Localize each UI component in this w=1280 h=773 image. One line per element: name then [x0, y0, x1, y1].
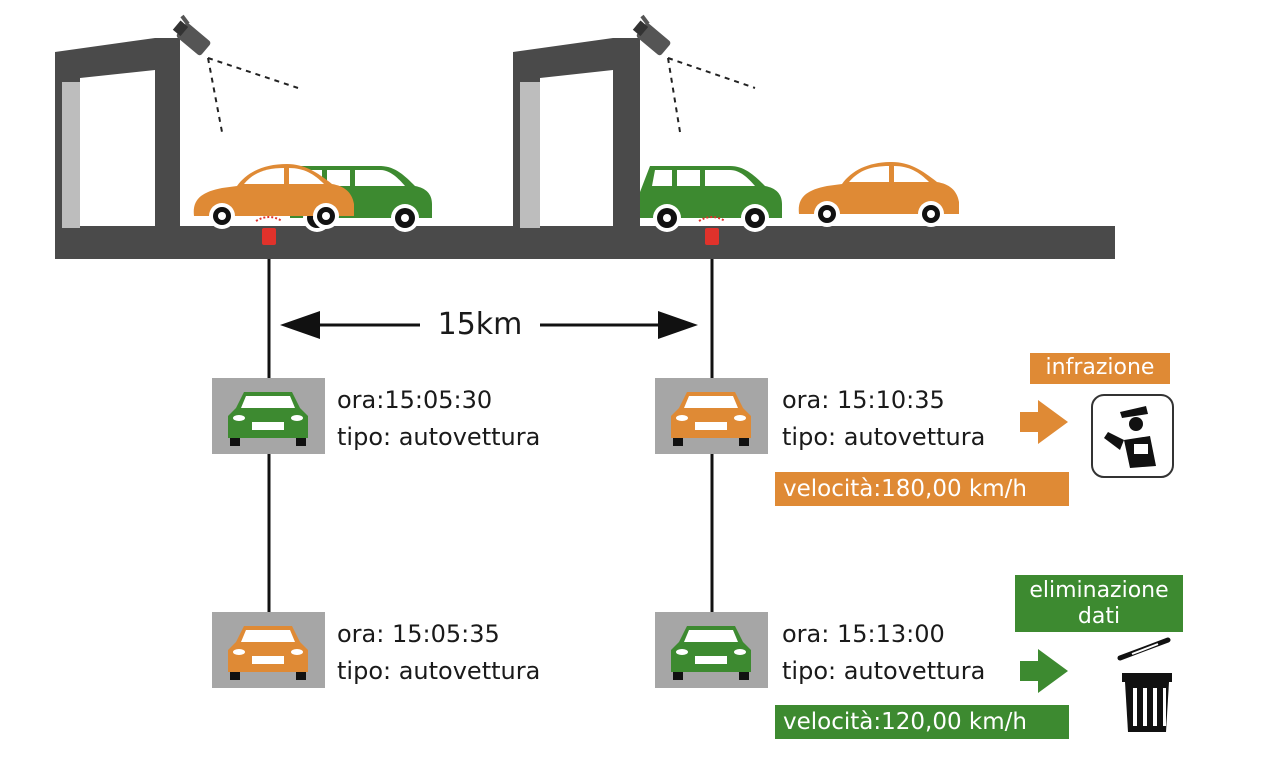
data-deletion-label: eliminazione dati [1015, 575, 1183, 632]
reading-3: ora: 15:05:35 tipo: autovettura [337, 616, 540, 690]
orange-car-front-icon [671, 392, 751, 446]
infraction-label: infrazione [1030, 353, 1170, 384]
reading-1: ora:15:05:30 tipo: autovettura [337, 382, 540, 456]
green-car-front-icon [228, 392, 308, 446]
reading-type: tipo: autovettura [782, 423, 986, 451]
reading-type: tipo: autovettura [782, 657, 986, 685]
arrow-right-icon [1020, 400, 1068, 444]
green-car-front-icon [671, 626, 751, 680]
green-suv-icon [640, 166, 782, 232]
speed-badge-violation: velocità:180,00 km/h [775, 472, 1069, 506]
reading-time: ora: 15:13:00 [782, 620, 945, 648]
road [55, 226, 1115, 259]
gantry-2 [513, 38, 640, 228]
trash-bin-icon [1117, 637, 1172, 732]
data-deletion-line2: dati [1077, 604, 1121, 629]
reading-2: ora: 15:10:35 tipo: autovettura [782, 382, 985, 456]
reading-type: tipo: autovettura [337, 657, 541, 685]
speed-badge-ok: velocità:120,00 km/h [775, 705, 1069, 739]
distance-label: 15km [420, 305, 540, 345]
gantry-1 [55, 38, 180, 228]
reading-4: ora: 15:13:00 tipo: autovettura [782, 616, 985, 690]
camera-view-lines [207, 57, 756, 133]
reading-time: ora: 15:05:35 [337, 620, 500, 648]
road-sensor [698, 216, 726, 245]
road-sensor [255, 216, 283, 245]
orange-car-front-icon [228, 626, 308, 680]
reading-type: tipo: autovettura [337, 423, 541, 451]
data-deletion-line1: eliminazione [1029, 578, 1169, 603]
reading-time: ora: 15:10:35 [782, 386, 945, 414]
orange-car-icon [798, 162, 959, 227]
police-officer-icon [1091, 394, 1174, 478]
reading-time: ora:15:05:30 [337, 386, 493, 414]
arrow-right-icon [1020, 649, 1068, 693]
